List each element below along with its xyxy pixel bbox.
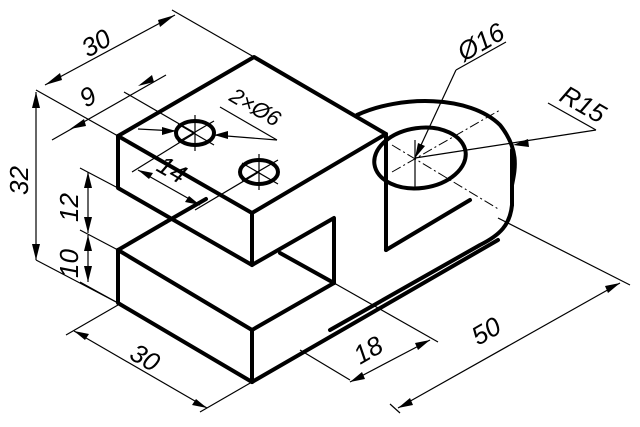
hole-2 bbox=[238, 154, 280, 190]
dimension-lines bbox=[32, 9, 631, 414]
dim-total-height: 32 bbox=[4, 166, 34, 195]
dim-lower-block-height: 10 bbox=[54, 249, 84, 278]
dim-bottom-length: 30 bbox=[125, 337, 166, 378]
dim-upper-block-height: 12 bbox=[54, 193, 84, 222]
hole-1 bbox=[174, 115, 216, 151]
dim-overall-length: 50 bbox=[466, 310, 507, 351]
part-outline bbox=[116, 55, 517, 384]
dim-hole-offset: 9 bbox=[74, 80, 102, 113]
dim-boss-radius: R15 bbox=[555, 79, 612, 129]
dim-top-length: 30 bbox=[76, 22, 117, 63]
dim-hole-callout: 2×Ø6 bbox=[225, 82, 286, 132]
dim-bore-diameter: Ø16 bbox=[451, 16, 510, 67]
dim-slot-width: 18 bbox=[348, 329, 389, 370]
bore-centerlines bbox=[391, 109, 501, 211]
